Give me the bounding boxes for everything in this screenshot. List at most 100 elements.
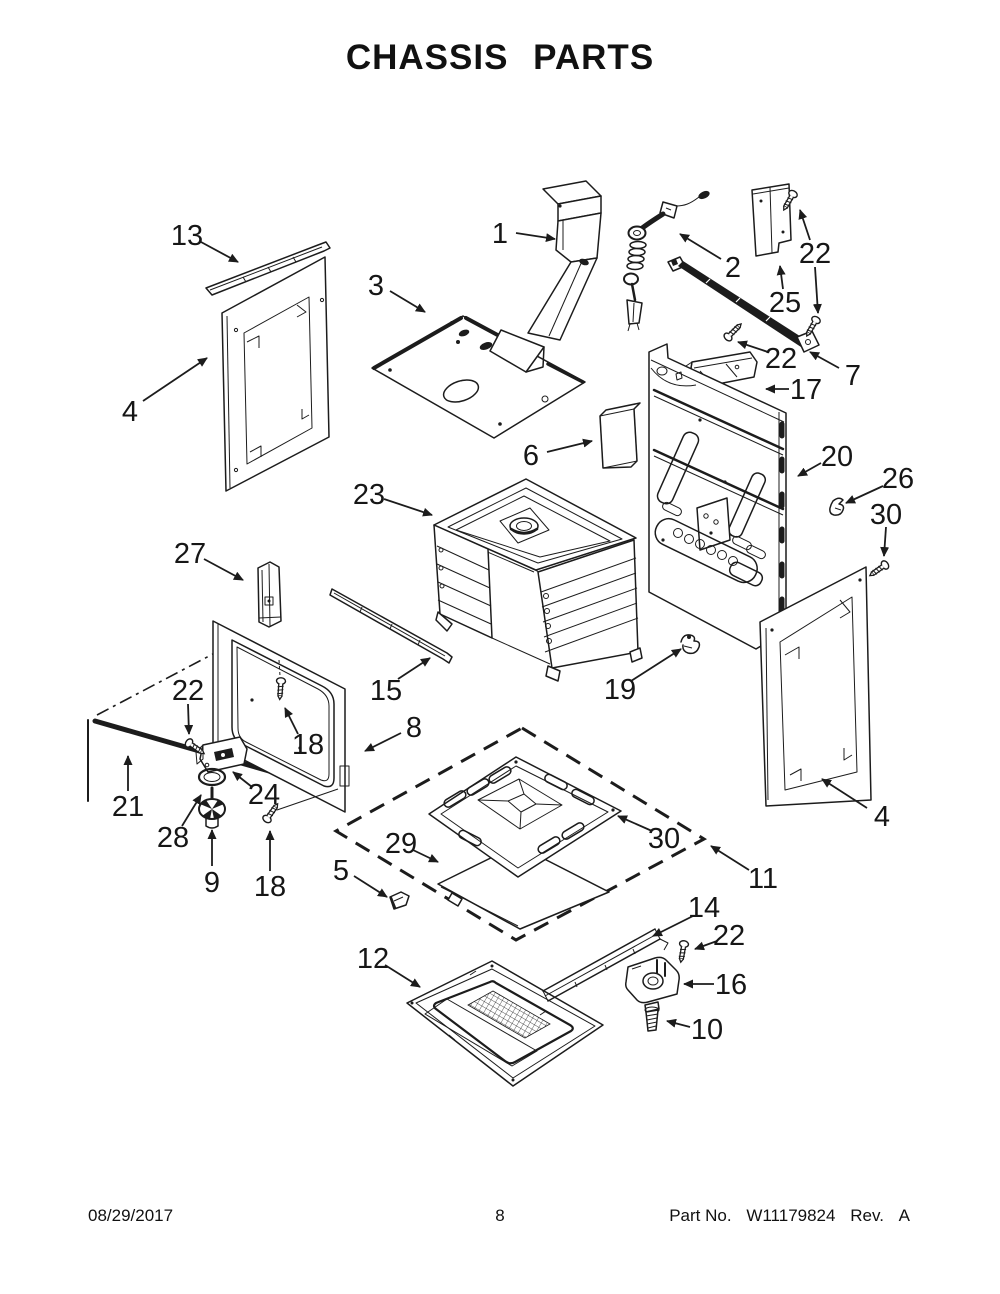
callout-16: 16 [683,969,747,1001]
callout-12: 12 [357,943,421,988]
footer-rev-value: A [898,1206,910,1225]
callout-9: 9 [204,829,220,899]
callout-17: 17 [765,374,822,406]
page-title: CHASSIS PARTS [345,38,655,77]
callout-22-frame: 22 [172,675,204,735]
part-28-washer [197,767,227,787]
callout-26: 26 [845,463,914,504]
part-8-front-frame [212,620,350,813]
footer-part-value: W11179824 [746,1206,836,1225]
callout-28: 28 [157,794,202,854]
svg-text:20: 20 [821,441,853,473]
part-7-support-rail [667,256,820,353]
footer-part-label: Part No. [669,1206,732,1225]
svg-text:5: 5 [333,855,349,887]
part-16-glide-bracket [625,956,680,1004]
callout-13: 13 [171,220,239,263]
svg-text:27: 27 [174,538,206,570]
part-25-cover-bracket [751,183,792,257]
svg-text:21: 21 [112,791,144,823]
callout-4-left: 4 [122,357,208,428]
svg-text:30: 30 [870,499,902,531]
callout-25: 25 [769,265,801,319]
svg-text:3: 3 [368,270,384,302]
svg-text:26: 26 [882,463,914,495]
callout-1: 1 [492,218,556,250]
callout-22-top: 22 [798,209,831,314]
footer-rev-label: Rev. [850,1206,884,1225]
part-19-wire-clip [680,634,701,655]
part-14-glide-rail [542,928,669,1002]
svg-text:22: 22 [799,238,831,270]
svg-text:30: 30 [648,823,680,855]
footer-date: 08/29/2017 [88,1206,174,1225]
callout-11: 11 [710,845,778,895]
svg-text:6: 6 [523,440,539,472]
svg-text:2: 2 [725,252,741,284]
part-27-spacer [257,561,282,628]
callout-5: 5 [333,855,388,898]
part-12-drawer-bottom [406,960,604,1087]
callout-19: 19 [604,648,682,706]
part-22-screw-mid [721,320,745,344]
callout-15: 15 [370,657,431,707]
part-30-screw [866,558,891,580]
svg-text:23: 23 [353,479,385,511]
part-21-anti-tip-rod [87,644,286,802]
svg-text:14: 14 [688,892,720,924]
callout-30-screw: 30 [870,499,902,557]
part-4-side-panel-left [221,256,330,492]
footer-part-info: Part No. W11179824 Rev. A [669,1206,910,1226]
callout-29: 29 [385,828,439,863]
callout-18-upper: 18 [284,707,324,761]
callout-21: 21 [112,755,144,823]
svg-text:15: 15 [370,675,402,707]
part-2-wire-harness [623,190,710,332]
callout-27: 27 [174,538,244,581]
svg-text:12: 12 [357,943,389,975]
svg-text:10: 10 [691,1014,723,1046]
svg-text:22: 22 [713,920,745,952]
svg-text:4: 4 [874,801,890,833]
svg-text:13: 13 [171,220,203,252]
svg-text:17: 17 [790,374,822,406]
part-15-trim-strip-lower [329,588,453,664]
callouts: 1 2 3 4 4 5 6 7 8 9 10 11 12 13 14 15 16… [112,209,914,1046]
svg-text:18: 18 [292,729,324,761]
svg-text:22: 22 [765,343,797,375]
part-22-screw-bottom [675,939,690,964]
callout-2: 2 [679,233,741,284]
svg-text:11: 11 [748,863,778,895]
svg-text:4: 4 [122,396,138,428]
part-5-clip [389,891,410,910]
callout-14: 14 [652,892,720,937]
part-9-leveling-foot [198,786,226,829]
svg-text:16: 16 [715,969,747,1001]
svg-text:18: 18 [254,871,286,903]
part-1-vent-duct [489,180,602,373]
svg-text:8: 8 [406,712,422,744]
callout-6: 6 [523,438,593,472]
part-10-bolt [644,1001,660,1032]
svg-text:7: 7 [845,360,861,392]
callout-22-bottom: 22 [694,920,745,952]
callout-4-right: 4 [821,778,890,833]
callout-7: 7 [809,351,861,392]
part-26-clip [829,497,845,516]
part-30-burner-baffle [428,756,622,878]
callout-20: 20 [797,441,853,477]
callout-24: 24 [232,771,280,811]
footer-page-number: 8 [495,1206,505,1225]
part-4-side-panel-right [759,566,872,807]
part-13-trim-strip [205,241,331,296]
svg-text:29: 29 [385,828,417,860]
callout-3: 3 [368,270,426,313]
svg-text:1: 1 [492,218,508,250]
part-11-insulation-outline [333,726,708,942]
callout-30-baffle: 30 [617,815,680,855]
svg-text:19: 19 [604,674,636,706]
svg-text:28: 28 [157,822,189,854]
part-6-insulator-block [599,402,641,469]
